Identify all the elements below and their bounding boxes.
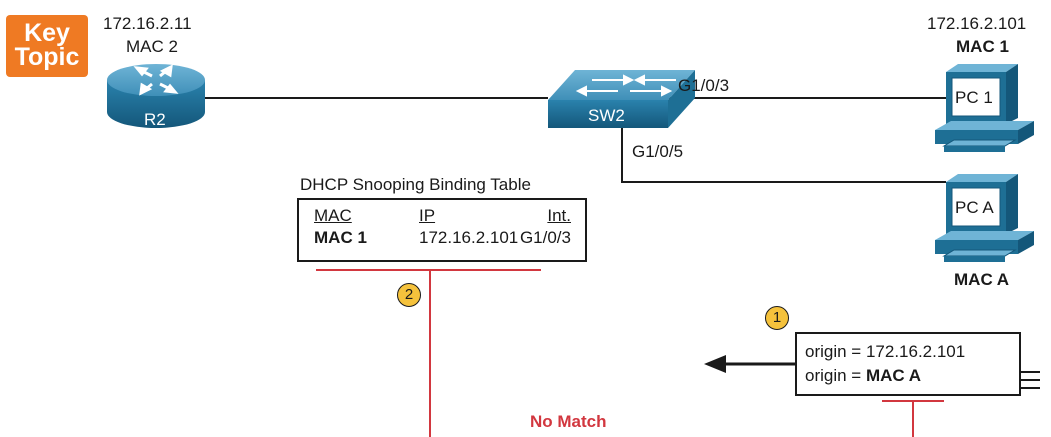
key-topic-line1: Key xyxy=(24,19,70,47)
key-topic-badge: Key Topic xyxy=(6,15,88,77)
pca-computer-icon xyxy=(935,174,1034,262)
binding-table-title: DHCP Snooping Binding Table xyxy=(300,175,531,194)
switch-name: SW2 xyxy=(588,106,625,125)
packet-origin-mac-prefix: origin = xyxy=(805,366,866,385)
pca-name: PC A xyxy=(955,198,994,217)
key-topic-line2: Topic xyxy=(14,43,80,71)
packet-box: origin = 172.16.2.101 origin = MAC A xyxy=(795,332,1021,396)
comparison-lines xyxy=(316,269,944,437)
port-pc1-label: G1/0/3 xyxy=(678,76,730,95)
pc1-ip: 172.16.2.101 xyxy=(927,14,1027,33)
packet-origin-ip: origin = 172.16.2.101 xyxy=(805,342,965,362)
step-2-marker: 2 xyxy=(397,283,421,307)
step-1-marker: 1 xyxy=(765,306,789,330)
packet-arrow-icon xyxy=(704,355,795,373)
packet-origin-ip-value: 172.16.2.101 xyxy=(865,342,966,361)
binding-header-ip: IP xyxy=(419,206,436,225)
switch-icon xyxy=(548,70,695,128)
router-ip: 172.16.2.11 xyxy=(103,14,192,33)
packet-tail xyxy=(1020,371,1040,389)
pc1-computer-icon xyxy=(935,64,1034,152)
router-icon xyxy=(107,64,205,128)
packet-origin-mac: origin = MAC A xyxy=(805,366,921,386)
binding-row-int: G1/0/3 xyxy=(519,228,571,247)
packet-origin-mac-value: MAC A xyxy=(865,366,922,385)
binding-table: MAC IP Int. MAC 1 172.16.2.101 G1/0/3 xyxy=(297,198,587,262)
packet-origin-ip-prefix: origin = xyxy=(805,342,866,361)
port-pca-label: G1/0/5 xyxy=(632,142,684,161)
binding-header-int: Int. xyxy=(547,206,571,225)
binding-header-mac: MAC xyxy=(314,206,352,225)
pc1-mac: MAC 1 xyxy=(956,37,1009,56)
pc1-name: PC 1 xyxy=(955,88,993,107)
pca-mac: MAC A xyxy=(954,270,1010,289)
binding-row-mac: MAC 1 xyxy=(314,228,367,247)
router-mac: MAC 2 xyxy=(126,37,178,56)
no-match-label: No Match xyxy=(530,412,607,431)
router-name: R2 xyxy=(144,110,166,129)
binding-row-ip: 172.16.2.101 xyxy=(419,228,519,247)
link-sw2-pca xyxy=(621,128,946,183)
